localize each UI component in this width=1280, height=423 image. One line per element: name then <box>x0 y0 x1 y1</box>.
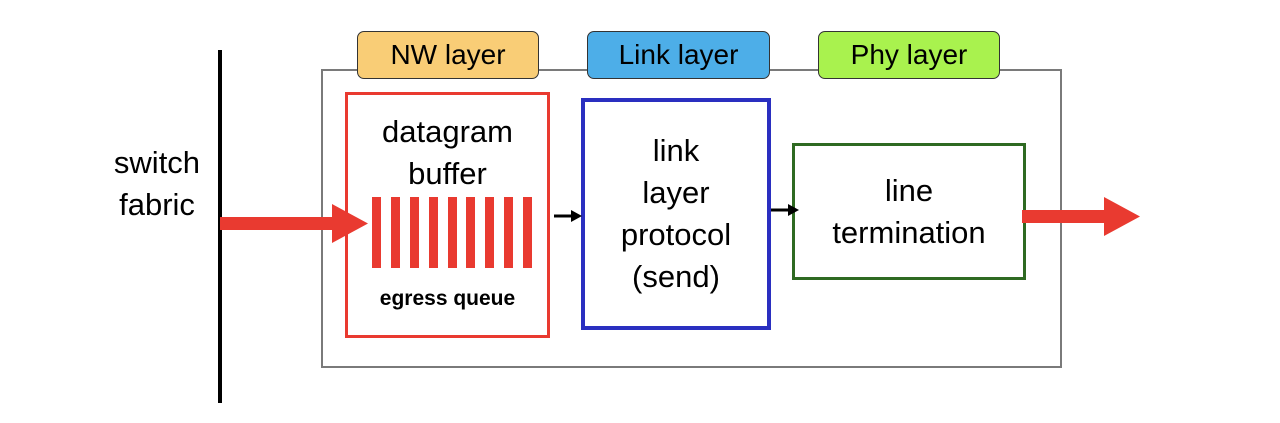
link-protocol-line2: layer <box>642 175 710 210</box>
buffer-to-link-arrow <box>554 210 582 222</box>
queue-slot <box>523 197 532 268</box>
line-termination-text: line termination <box>832 170 985 254</box>
queue-slot <box>372 197 381 268</box>
datagram-buffer-title: datagram buffer <box>348 111 547 195</box>
datagram-buffer-title-line1: datagram <box>382 114 513 149</box>
line-termination-line2: termination <box>832 214 986 250</box>
link-to-termination-arrow <box>771 204 799 216</box>
nw-layer-tab: NW layer <box>357 31 539 79</box>
phy-layer-label: Phy layer <box>850 39 968 70</box>
input-flow-arrow <box>220 204 368 243</box>
line-termination-line1: line <box>884 172 934 208</box>
queue-slot <box>409 197 419 268</box>
datagram-buffer-title-line2: buffer <box>408 156 487 191</box>
queue-slot <box>504 197 514 268</box>
egress-queue-label: egress queue <box>379 287 516 310</box>
link-layer-label: Link layer <box>618 39 739 70</box>
switch-fabric-label: switch fabric <box>92 142 222 226</box>
queue-slot <box>447 197 457 268</box>
link-protocol-line3: protocol <box>620 217 732 252</box>
link-protocol-line4: (send) <box>632 259 720 294</box>
queue-slot <box>485 197 495 268</box>
queue-slot <box>390 197 400 268</box>
link-layer-tab: Link layer <box>587 31 770 79</box>
phy-layer-tab: Phy layer <box>818 31 1000 79</box>
output-flow-arrow <box>1022 197 1140 236</box>
link-layer-protocol-box: link layer protocol (send) <box>581 98 771 330</box>
nw-layer-label: NW layer <box>390 39 506 70</box>
egress-queue-bars <box>372 197 532 268</box>
switch-fabric-label-line1: switch <box>113 145 201 180</box>
datagram-buffer-box: datagram buffer egress queue <box>345 92 550 338</box>
switch-fabric-label-line2: fabric <box>119 187 195 222</box>
link-protocol-line1: link <box>652 133 700 168</box>
link-layer-protocol-text: link layer protocol (send) <box>621 130 731 298</box>
queue-slot <box>428 197 438 268</box>
queue-slot <box>466 197 476 268</box>
